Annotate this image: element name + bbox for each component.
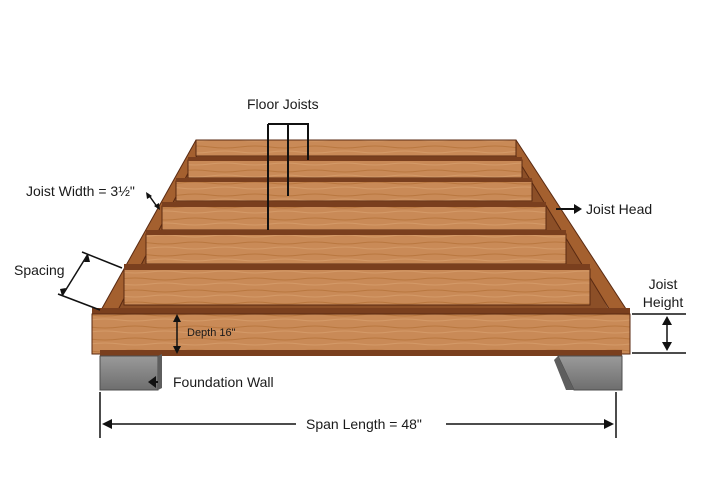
joist-width-arrow2-icon <box>154 203 160 210</box>
spacing-label: Spacing <box>14 262 65 278</box>
front-header <box>91 313 631 355</box>
joist-height-arrow-bottom-icon <box>662 342 672 351</box>
span-length-label: Span Length = 48" <box>306 416 422 432</box>
depth-arrow-top-icon <box>173 314 181 322</box>
joist-3 <box>161 205 547 231</box>
joist-height-label-line1: Joist <box>648 276 678 292</box>
depth-label: Depth 16" <box>187 327 236 339</box>
joist-2 <box>175 180 533 202</box>
back-header <box>195 139 517 157</box>
span-length-dimension <box>99 392 617 438</box>
joist-4-top <box>146 230 566 235</box>
joist-height-dimension <box>632 313 686 354</box>
foundation-right <box>554 355 623 391</box>
joist-height-label-line2: Height <box>642 294 684 310</box>
spacing-arrow-bottom-icon <box>60 288 66 296</box>
foundation-left <box>99 354 162 391</box>
joist-head-label: Joist Head <box>586 201 653 217</box>
joist-width-arrow-icon <box>146 192 152 199</box>
spacing-arrow-top-icon <box>84 254 90 262</box>
depth-arrow-bottom-icon <box>173 346 181 354</box>
floor-joists-callout <box>267 123 309 230</box>
joist-5-top <box>124 264 590 270</box>
joist-3-top <box>162 202 546 207</box>
joist-width-label: Joist Width = 3½" <box>26 183 135 199</box>
joist-4 <box>145 233 567 265</box>
front-header-top <box>92 308 630 314</box>
foundation-wall-arrow-icon <box>148 376 158 388</box>
foundation-wall-label: Foundation Wall <box>173 374 274 390</box>
span-arrow-right-icon <box>604 419 614 429</box>
span-arrow-left-icon <box>102 419 112 429</box>
front-header-bottom <box>100 350 622 356</box>
joist-1 <box>187 159 523 179</box>
joist-2-top <box>176 178 532 182</box>
spacing-dimension <box>57 251 123 311</box>
floor-joists-label: Floor Joists <box>247 96 319 112</box>
joist-height-label: Joist Height <box>633 276 693 310</box>
joist-height-arrow-top-icon <box>662 316 672 325</box>
joists <box>123 157 591 306</box>
joist-5 <box>123 268 591 306</box>
joist-1-top <box>188 157 522 161</box>
joist-head-arrow-icon <box>556 204 582 214</box>
